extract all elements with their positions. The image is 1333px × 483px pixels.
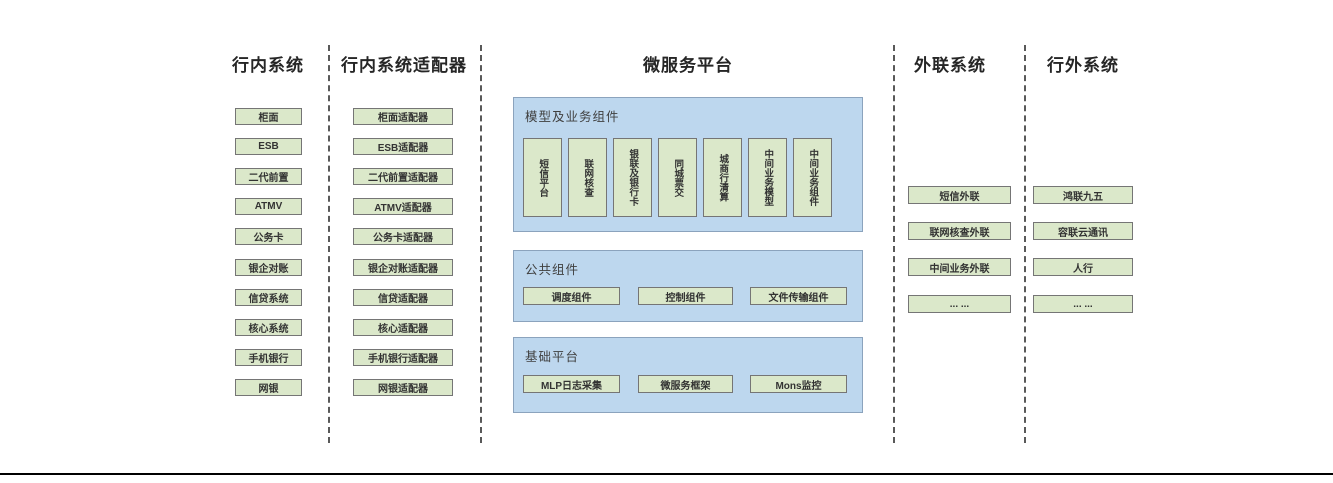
bottom-rule [0, 473, 1333, 475]
adapter-box: 信贷适配器 [353, 289, 453, 306]
internal-system-box: 手机银行 [235, 349, 302, 366]
component-label: 短信平台 [537, 158, 549, 197]
outreach-box: ... ... [908, 295, 1011, 313]
component-label: 中间业务模型 [762, 149, 774, 206]
component-label: 联网核查 [582, 158, 594, 197]
divider-2 [480, 45, 482, 443]
internal-system-box: 公务卡 [235, 228, 302, 245]
adapter-box: 公务卡适配器 [353, 228, 453, 245]
divider-4 [1024, 45, 1026, 443]
component-label: 中间业务组件 [807, 149, 819, 206]
panel-label: 公共组件 [525, 263, 580, 277]
internal-system-box: 柜面 [235, 108, 302, 125]
column-header-outreach: 外联系统 [914, 56, 986, 75]
adapter-box: 网银适配器 [353, 379, 453, 396]
column-header-internal: 行内系统 [232, 56, 304, 75]
column-header-platform: 微服务平台 [643, 56, 733, 75]
component-box: 城商行清算 [703, 138, 742, 217]
adapter-box: 柜面适配器 [353, 108, 453, 125]
external-box: ... ... [1033, 295, 1133, 313]
component-label: 银联及银行卡 [627, 149, 639, 206]
component-box: 短信平台 [523, 138, 562, 217]
component-label: 城商行清算 [717, 153, 729, 202]
component-box: Mons监控 [750, 375, 847, 393]
component-box: 调度组件 [523, 287, 620, 305]
internal-system-box: 银企对账 [235, 259, 302, 276]
external-box: 容联云通讯 [1033, 222, 1133, 240]
internal-system-box: 二代前置 [235, 168, 302, 185]
adapter-box: ESB适配器 [353, 138, 453, 155]
divider-3 [893, 45, 895, 443]
adapter-box: 手机银行适配器 [353, 349, 453, 366]
panel-common-components: 公共组件 调度组件 控制组件 文件传输组件 [513, 250, 863, 322]
component-box: 银联及银行卡 [613, 138, 652, 217]
internal-system-box: 核心系统 [235, 319, 302, 336]
external-box: 鸿联九五 [1033, 186, 1133, 204]
panel-model-business-components: 模型及业务组件 短信平台 联网核查 银联及银行卡 同城票交 城商行清算 中间业务… [513, 97, 863, 232]
component-box: 中间业务组件 [793, 138, 832, 217]
component-box: 控制组件 [638, 287, 733, 305]
outreach-box: 中间业务外联 [908, 258, 1011, 276]
divider-1 [328, 45, 330, 443]
adapter-box: 银企对账适配器 [353, 259, 453, 276]
panel-base-platform: 基础平台 MLP日志采集 微服务框架 Mons监控 [513, 337, 863, 413]
internal-system-box: ATMV [235, 198, 302, 215]
external-box: 人行 [1033, 258, 1133, 276]
panel-label: 模型及业务组件 [525, 110, 620, 124]
component-box: 同城票交 [658, 138, 697, 217]
column-header-adapters: 行内系统适配器 [341, 56, 467, 75]
panel-label: 基础平台 [525, 350, 580, 364]
column-header-external: 行外系统 [1047, 56, 1119, 75]
internal-system-box: 网银 [235, 379, 302, 396]
component-box: 联网核查 [568, 138, 607, 217]
component-label: 同城票交 [672, 158, 684, 197]
adapter-box: 核心适配器 [353, 319, 453, 336]
outreach-box: 短信外联 [908, 186, 1011, 204]
adapter-box: 二代前置适配器 [353, 168, 453, 185]
outreach-box: 联网核查外联 [908, 222, 1011, 240]
internal-system-box: ESB [235, 138, 302, 155]
component-box: MLP日志采集 [523, 375, 620, 393]
component-box: 文件传输组件 [750, 287, 847, 305]
component-box: 微服务框架 [638, 375, 733, 393]
adapter-box: ATMV适配器 [353, 198, 453, 215]
internal-system-box: 信贷系统 [235, 289, 302, 306]
component-box: 中间业务模型 [748, 138, 787, 217]
